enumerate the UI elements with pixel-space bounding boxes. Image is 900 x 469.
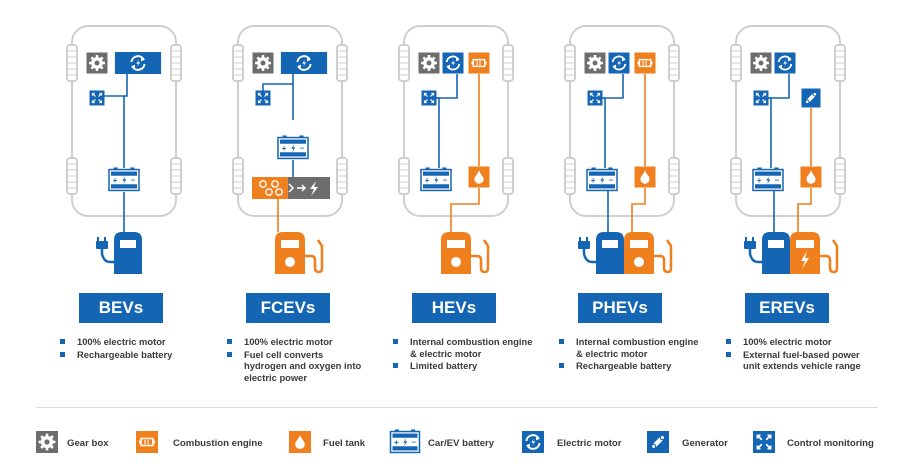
vehicle-label-phevs: PHEVs <box>578 293 662 323</box>
legend-generator-icon <box>647 431 669 453</box>
vehicle-label-bevs: BEVs <box>79 293 163 323</box>
wire <box>768 97 772 168</box>
control-monitoring-icon <box>421 90 437 106</box>
svg-text:+: + <box>425 176 430 185</box>
fuel-tank-icon <box>800 166 822 188</box>
legend-combustion-engine-icon <box>136 431 158 453</box>
vehicle-label-erevs: EREVs <box>745 293 829 323</box>
feature-item: Limited battery <box>393 360 533 372</box>
feature-item: Rechargeable battery <box>60 349 200 361</box>
wire <box>262 83 293 92</box>
legend-label-generator: Generator <box>682 438 728 449</box>
legend-label-fuel-tank: Fuel tank <box>323 438 366 449</box>
legend-label-battery: Car/EV battery <box>428 438 495 449</box>
electric-motor-icon <box>774 52 796 74</box>
car-outline <box>232 25 348 217</box>
legend-label-combustion-engine: Combustion engine <box>173 438 263 449</box>
feature-item: 100% electric motor <box>60 336 200 348</box>
gear-box-icon <box>584 52 606 74</box>
battery-icon: +– <box>752 167 784 192</box>
electric-motor-icon <box>442 52 464 74</box>
fuel-tank-icon <box>634 166 656 188</box>
car-outline <box>730 25 846 217</box>
features-erevs: 100% electric motor External fuel-based … <box>726 336 866 373</box>
legend-divider <box>36 407 878 408</box>
fuel-line <box>797 188 812 232</box>
svg-text:+: + <box>591 176 596 185</box>
battery-icon: +– <box>586 167 618 192</box>
fuel-station-icon <box>441 232 490 274</box>
gear-box-icon <box>418 52 440 74</box>
fuel-station-icon <box>275 232 324 274</box>
feature-item: Rechargeable battery <box>559 360 699 372</box>
electric-motor-icon <box>114 52 162 74</box>
electric-motor-icon <box>608 52 630 74</box>
legend-fuel-tank-icon <box>289 431 311 453</box>
control-monitoring-icon <box>587 90 603 106</box>
control-monitoring-icon <box>255 90 271 106</box>
vehicle-column-bevs: +– <box>66 25 182 274</box>
legend-label-gear-box: Gear box <box>67 438 109 449</box>
features-phevs: Internal combustion engine & electric mo… <box>559 336 699 373</box>
svg-text:–: – <box>411 438 416 447</box>
battery-icon: +– <box>277 135 309 160</box>
fuel-station-icon <box>790 232 839 274</box>
vehicle-label-hevs: HEVs <box>412 293 496 323</box>
combustion-engine-icon <box>468 52 490 74</box>
svg-text:–: – <box>775 176 780 185</box>
control-monitoring-icon <box>753 90 769 106</box>
legend-gear-box-icon <box>36 431 58 453</box>
fuel-line <box>450 188 480 232</box>
gear-box-icon <box>86 52 108 74</box>
wire <box>97 74 128 97</box>
svg-text:+: + <box>282 144 287 153</box>
legend-control-monitoring-icon <box>753 431 775 453</box>
svg-text:–: – <box>300 144 305 153</box>
vehicle-column-erevs: +– <box>730 25 846 274</box>
svg-text:+: + <box>757 176 762 185</box>
feature-item: 100% electric motor <box>726 336 866 348</box>
wire <box>602 97 606 168</box>
features-fcevs: 100% electric motor Fuel cell converts h… <box>227 336 367 384</box>
features-hevs: Internal combustion engine & electric mo… <box>393 336 533 373</box>
gear-box-icon <box>252 52 274 74</box>
combustion-engine-icon <box>634 52 656 74</box>
wire <box>436 97 440 168</box>
electric-charging-station-icon <box>96 232 142 274</box>
vehicle-column-fcevs: +– <box>232 25 348 274</box>
fuel-tank-icon <box>468 166 490 188</box>
features-bevs: 100% electric motor Rechargeable battery <box>60 336 200 361</box>
vehicle-label-fcevs: FCEVs <box>246 293 330 323</box>
car-outline <box>398 25 514 217</box>
electric-charging-station-icon <box>744 232 790 274</box>
vehicle-column-hevs: +– <box>398 25 514 274</box>
electric-charging-station-icon <box>578 232 624 274</box>
fuel-station-icon <box>624 232 673 274</box>
generator-icon <box>801 88 821 108</box>
svg-text:+: + <box>113 176 118 185</box>
feature-item: 100% electric motor <box>227 336 367 348</box>
electric-motor-icon <box>280 52 328 74</box>
svg-text:–: – <box>609 176 614 185</box>
battery-icon: +– <box>108 167 140 192</box>
battery-icon: +– <box>420 167 452 192</box>
feature-item: External fuel-based power unit extends v… <box>726 349 866 372</box>
legend-label-electric-motor: Electric motor <box>557 438 622 449</box>
legend-battery-icon: +– <box>389 429 421 454</box>
feature-item: Internal combustion engine & electric mo… <box>393 336 533 359</box>
feature-item: Internal combustion engine & electric mo… <box>559 336 699 359</box>
fuel-cell-icon <box>252 177 330 199</box>
svg-text:+: + <box>394 438 399 447</box>
vehicle-column-phevs: +– <box>564 25 680 274</box>
svg-text:–: – <box>131 176 136 185</box>
control-monitoring-icon <box>89 90 105 106</box>
legend-label-control-monitoring: Control monitoring <box>787 438 874 449</box>
car-outline <box>564 25 680 217</box>
legend-electric-motor-icon <box>522 431 544 453</box>
svg-text:–: – <box>443 176 448 185</box>
fuel-line <box>631 188 646 232</box>
gear-box-icon <box>750 52 772 74</box>
feature-item: Fuel cell converts hydrogen and oxygen i… <box>227 349 367 384</box>
